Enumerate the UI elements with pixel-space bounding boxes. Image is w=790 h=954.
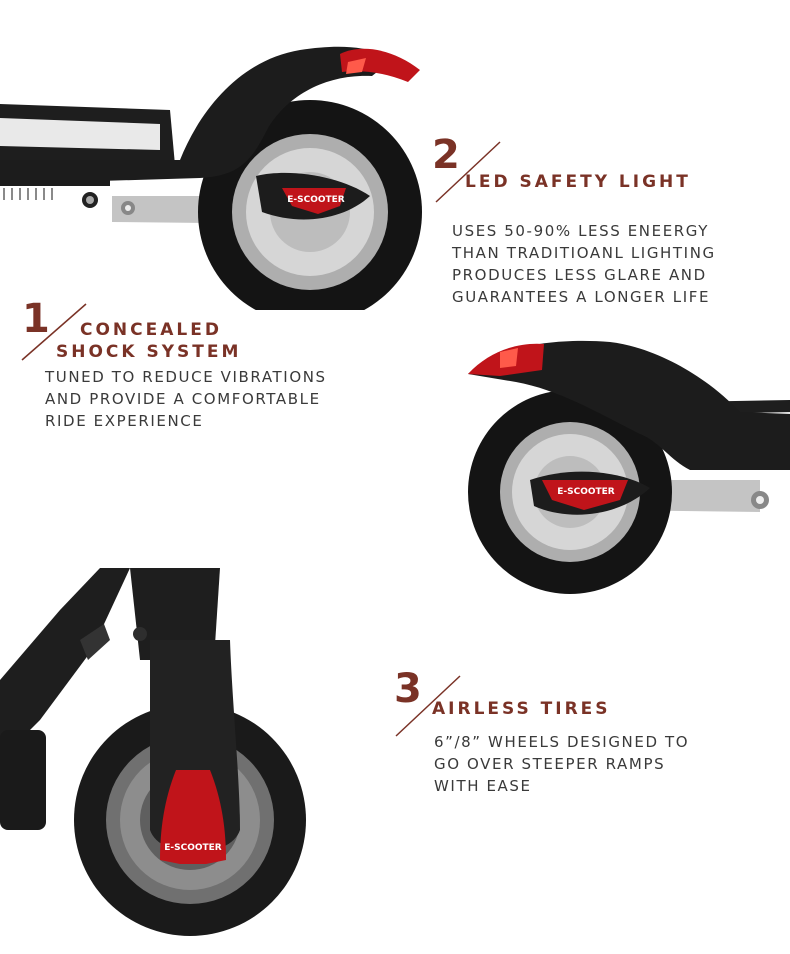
feature-title-line-2: SHOCK SYSTEM	[56, 342, 242, 362]
feature-number: 3	[394, 666, 422, 712]
divider-slash	[395, 675, 461, 737]
rear-wheel-image-middle: E-SCOOTER	[468, 340, 790, 594]
description-line: WITH EASE	[434, 777, 532, 795]
feature-description: USES 50-90% LESS ENEERGY THAN TRADITIOAN…	[452, 220, 716, 308]
description-line: AND PROVIDE A COMFORTABLE	[45, 390, 321, 408]
badge-front: E-SCOOTER	[164, 843, 222, 853]
feature-description: 6”/8” WHEELS DESIGNED TO GO OVER STEEPER…	[434, 731, 689, 797]
badge-rear-middle: E-SCOOTER	[557, 487, 615, 497]
feature-title-line-1: CONCEALED	[80, 320, 222, 340]
description-line: PRODUCES LESS GLARE AND	[452, 266, 707, 284]
description-line: TUNED TO REDUCE VIBRATIONS	[45, 368, 327, 386]
feature-number: 2	[432, 132, 460, 178]
description-line: USES 50-90% LESS ENEERGY	[452, 222, 710, 240]
description-line: RIDE EXPERIENCE	[45, 412, 204, 430]
feature-number: 1	[22, 296, 50, 342]
feature-title: LED SAFETY LIGHT	[465, 172, 691, 192]
badge-rear-top: E-SCOOTER	[287, 195, 345, 205]
divider-slash	[21, 303, 87, 361]
description-line: GUARANTEES A LONGER LIFE	[452, 288, 711, 306]
front-wheel-image: E-SCOOTER	[0, 568, 306, 936]
rear-wheel-image-top: E-SCOOTER	[0, 46, 422, 310]
feature-title: AIRLESS TIRES	[432, 699, 611, 719]
divider-slash	[435, 141, 501, 203]
feature-description: TUNED TO REDUCE VIBRATIONS AND PROVIDE A…	[45, 366, 327, 432]
description-line: 6”/8” WHEELS DESIGNED TO	[434, 733, 690, 751]
description-line: THAN TRADITIOANL LIGHTING	[452, 244, 716, 262]
description-line: GO OVER STEEPER RAMPS	[434, 755, 666, 773]
